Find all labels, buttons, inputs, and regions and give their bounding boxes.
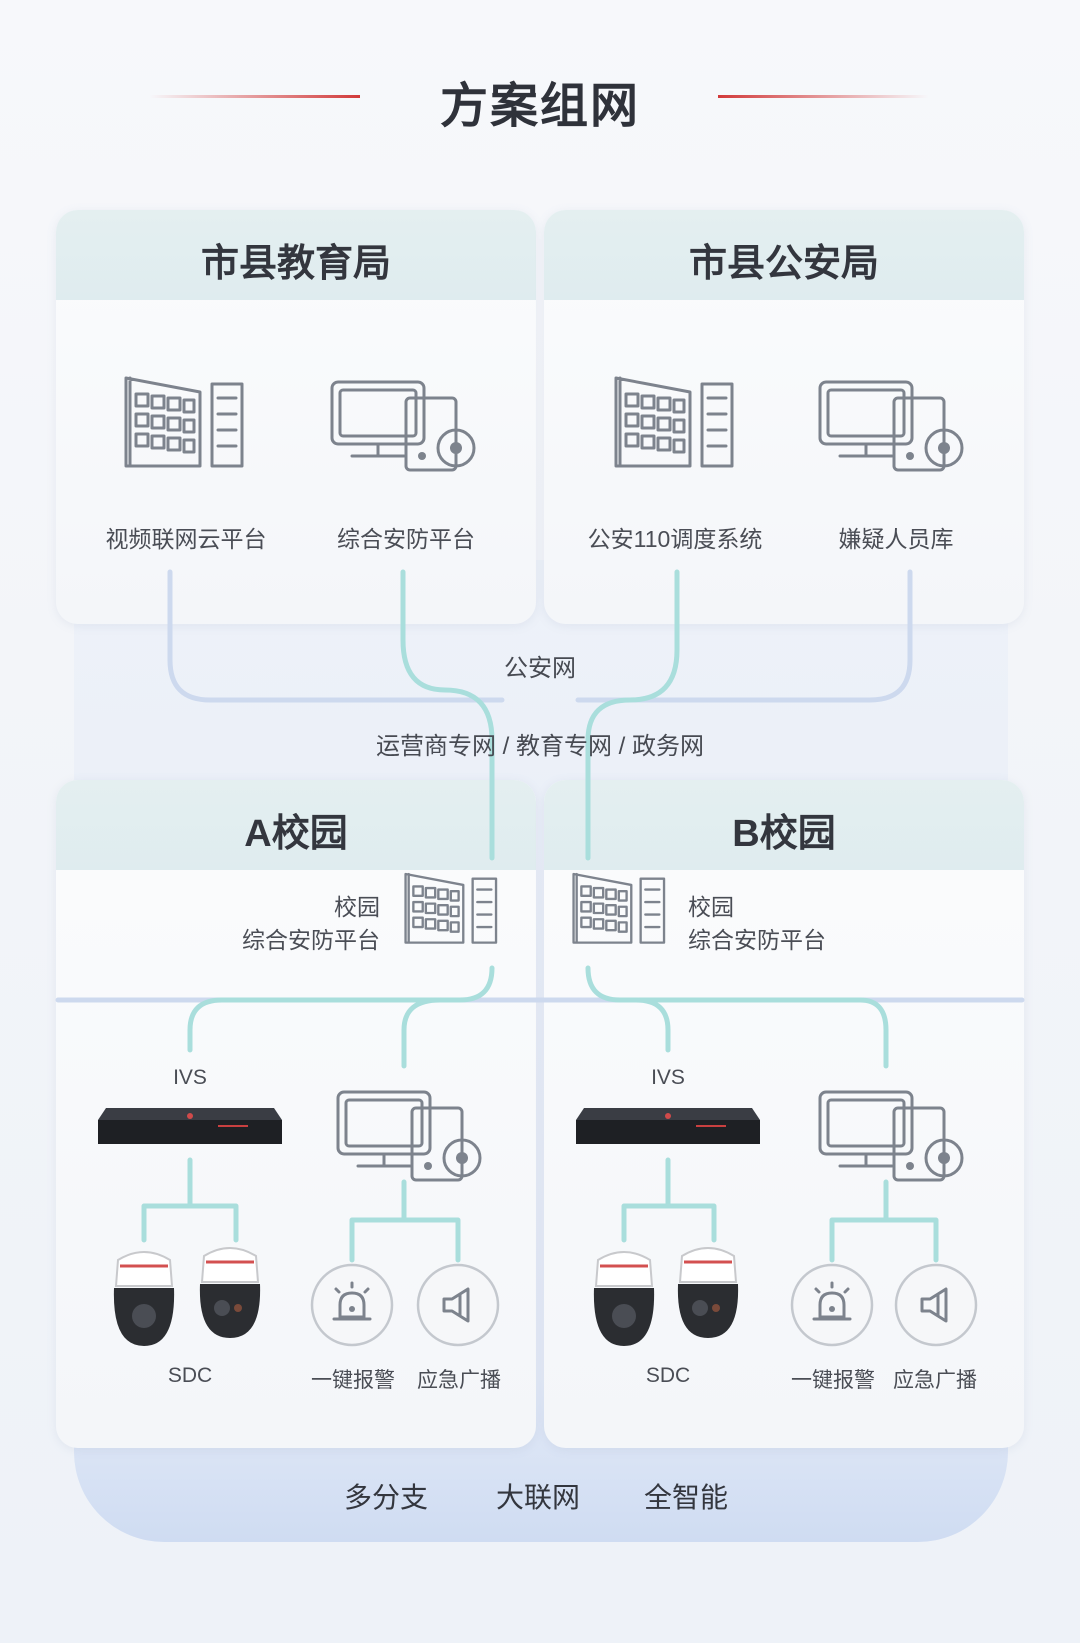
monitor-camera-icon — [330, 380, 476, 472]
panel-header — [544, 780, 1024, 870]
dome-camera-icon — [113, 1251, 175, 1346]
label-carrier-network: 运营商专网 / 教育专网 / 政务网 — [375, 733, 704, 760]
connector-a-ivs-sdc — [141, 1157, 239, 1243]
title-decor-line-right — [718, 95, 928, 98]
panel-header — [56, 780, 536, 870]
connector-b-platform — [585, 965, 671, 1053]
monitor-camera-icon — [818, 380, 964, 472]
connector-a-platform-monitor — [401, 997, 443, 1069]
server-rack-icon — [124, 376, 244, 468]
label-security-platform: 综合安防平台 — [337, 526, 475, 552]
alarm-button-icon — [310, 1263, 394, 1347]
server-rack-icon — [572, 872, 666, 944]
label-suspect-database: 嫌疑人员库 — [838, 526, 954, 552]
label-video-cloud-platform: 视频联网云平台 — [105, 526, 267, 552]
dome-camera-icon — [593, 1251, 655, 1346]
server-rack-icon — [614, 376, 734, 468]
campus-a-ivs-label: IVS — [173, 1066, 207, 1089]
campus-a-sdc-label: SDC — [167, 1364, 213, 1387]
connector-a-monitor-devices — [349, 1179, 461, 1263]
panel-title-campus-a: A校园 — [244, 813, 348, 855]
connector-suspect-db — [575, 569, 913, 703]
label-police-network: 公安网 — [504, 655, 576, 682]
campus-b-broadcast-label: 应急广播 — [893, 1369, 977, 1392]
monitor-camera-icon — [336, 1090, 482, 1182]
title-decor-line-left — [150, 95, 360, 98]
campus-a-alarm-label: 一键报警 — [311, 1369, 395, 1392]
connector-edu-cloud — [167, 569, 505, 703]
dome-camera-icon — [677, 1247, 739, 1338]
panel-title-education-bureau: 市县教育局 — [200, 243, 391, 285]
connector-b-monitor-devices — [829, 1179, 939, 1263]
panel-title-police-bureau: 市县公安局 — [688, 243, 879, 285]
campus-a-broadcast-label: 应急广播 — [417, 1369, 501, 1392]
feature-large-network: 大联网 — [496, 1482, 581, 1513]
campus-b-alarm-label: 一键报警 — [791, 1369, 875, 1392]
panel-header — [56, 210, 536, 300]
campus-b-platform-line1: 校园 — [688, 894, 734, 920]
campus-b-platform-line2: 综合安防平台 — [688, 927, 826, 953]
connector-edu-platform — [400, 569, 495, 861]
ivs-device-icon — [576, 1108, 760, 1144]
panel-header — [544, 210, 1024, 300]
page-title: 方案组网 — [439, 80, 640, 133]
campus-a-platform-line1: 校园 — [334, 894, 380, 920]
monitor-camera-icon — [818, 1090, 964, 1182]
campus-b-sdc-label: SDC — [645, 1364, 691, 1387]
ivs-device-icon — [98, 1108, 282, 1144]
campus-b-ivs-label: IVS — [651, 1066, 685, 1089]
broadcast-speaker-icon — [894, 1263, 978, 1347]
dome-camera-icon — [199, 1247, 261, 1338]
label-police-110-system: 公安110调度系统 — [587, 526, 763, 552]
connector-police-110 — [585, 569, 680, 861]
server-rack-icon — [404, 872, 498, 944]
connector-b-ivs-sdc — [621, 1157, 717, 1243]
alarm-button-icon — [790, 1263, 874, 1347]
broadcast-speaker-icon — [416, 1263, 500, 1347]
connector-b-platform-monitor — [637, 997, 889, 1069]
connector-a-platform — [187, 965, 495, 1053]
feature-full-intelligence: 全智能 — [644, 1482, 729, 1513]
feature-multi-branch: 多分支 — [344, 1482, 429, 1513]
panel-title-campus-b: B校园 — [732, 813, 836, 855]
campus-a-platform-line2: 综合安防平台 — [242, 927, 380, 953]
